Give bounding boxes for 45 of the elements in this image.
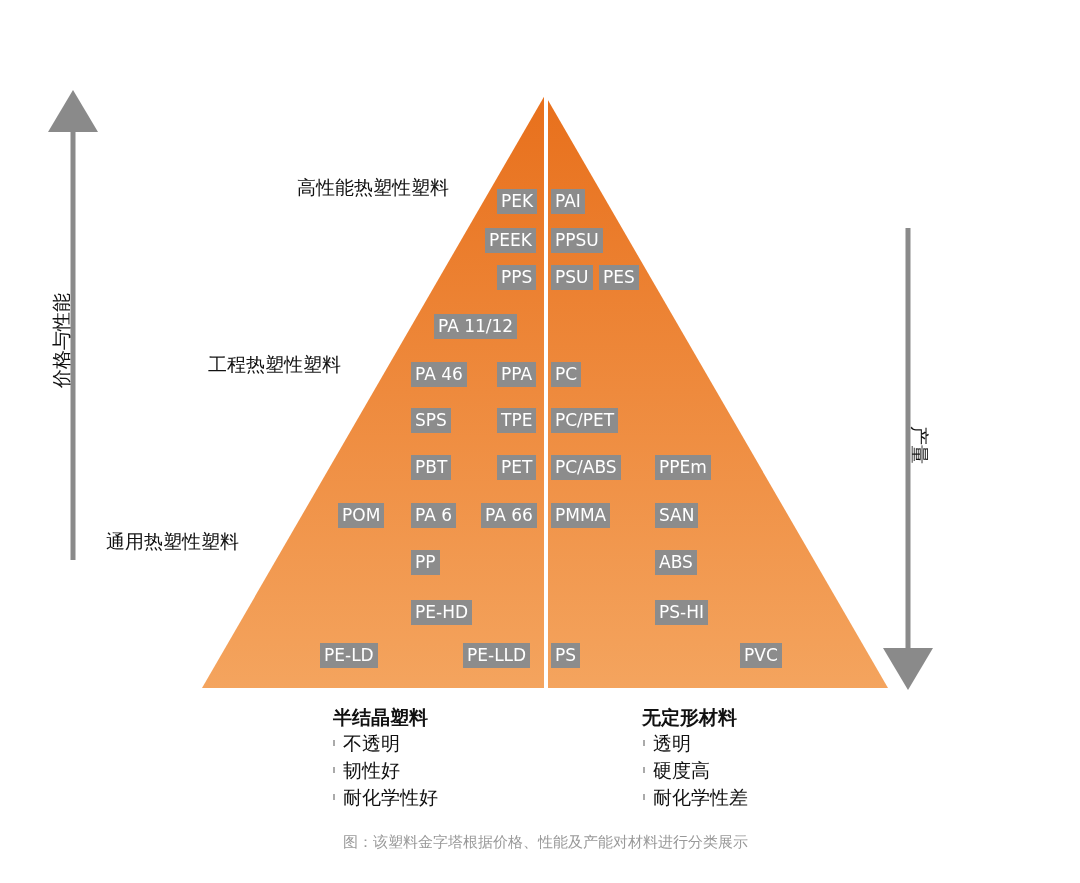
material-tag: PES — [599, 265, 639, 290]
material-tag: PMMA — [551, 503, 611, 528]
axis-label: 价格与性能 — [48, 292, 72, 388]
column-heading: 无定形材料 — [642, 705, 737, 729]
material-tag: PET — [497, 455, 537, 480]
material-tag: ABS — [655, 550, 697, 575]
material-tag: PA 11/12 — [434, 314, 518, 339]
caption: 图：该塑料金字塔根据价格、性能及产能对材料进行分类展示 — [342, 832, 748, 853]
material-tag: PA 6 — [411, 503, 456, 528]
property-item: 耐化学性好 — [343, 785, 438, 809]
material-tag: PA 46 — [411, 362, 467, 387]
material-tag: PE-LLD — [463, 643, 531, 668]
material-tag: SAN — [655, 503, 699, 528]
axis-label: 产量 — [908, 426, 932, 464]
column-heading: 半结晶塑料 — [333, 705, 428, 729]
material-tag: PSU — [551, 265, 593, 290]
material-tag: PPS — [497, 265, 537, 290]
material-tag: PVC — [740, 643, 782, 668]
material-tag: PE-LD — [320, 643, 378, 668]
material-tag: PAI — [551, 189, 585, 214]
category-label: 通用热塑性塑料 — [106, 529, 239, 553]
category-label: 工程热塑性塑料 — [208, 352, 341, 376]
material-tag: PPSU — [551, 228, 603, 253]
property-item: 透明 — [653, 731, 691, 755]
material-tag: PEK — [497, 189, 538, 214]
material-tag: PPA — [497, 362, 537, 387]
property-item: 硬度高 — [653, 758, 710, 782]
property-item: 不透明 — [343, 731, 400, 755]
material-tag: PBT — [411, 455, 452, 480]
material-tag: PP — [411, 550, 440, 575]
material-tag: PS — [551, 643, 581, 668]
material-tag: PEEK — [485, 228, 536, 253]
material-tag: PE-HD — [411, 600, 472, 625]
material-tag: TPE — [497, 408, 537, 433]
property-item: 韧性好 — [343, 758, 400, 782]
property-item: 耐化学性差 — [653, 785, 748, 809]
material-tag: PA 66 — [481, 503, 537, 528]
material-tag: PC/ABS — [551, 455, 621, 480]
material-tag: PC — [551, 362, 582, 387]
material-tag: PS-HI — [655, 600, 708, 625]
material-tag: PC/PET — [551, 408, 619, 433]
material-tag: SPS — [411, 408, 451, 433]
category-label: 高性能热塑性塑料 — [297, 175, 449, 199]
material-tag: POM — [338, 503, 385, 528]
material-tag: PPEm — [655, 455, 711, 480]
